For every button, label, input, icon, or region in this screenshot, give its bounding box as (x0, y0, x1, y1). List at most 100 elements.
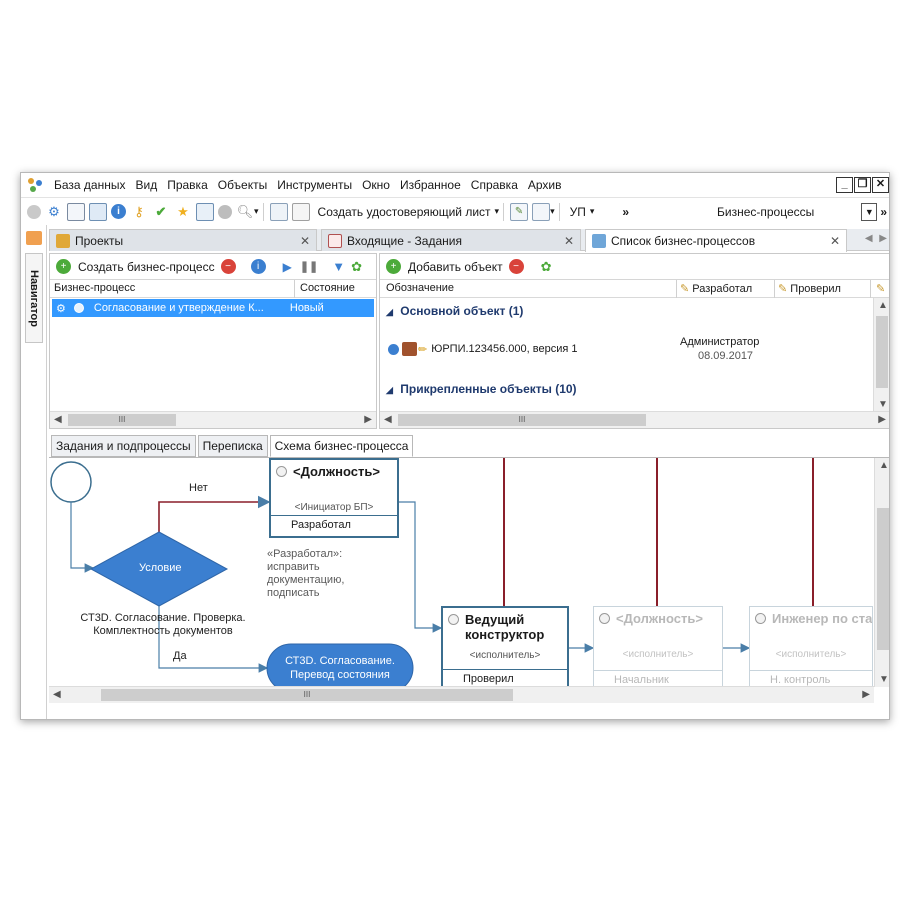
tab-incoming-tasks[interactable]: Входящие - Задания ✕ (321, 229, 581, 251)
restore-button[interactable]: ❐ (854, 177, 871, 193)
navigator-tab[interactable]: Навигатор (25, 253, 43, 343)
column-header-designation[interactable]: Обозначение (386, 282, 455, 294)
scroll-down-icon[interactable]: ▼ (879, 674, 889, 685)
group-attached-objects[interactable]: ◢ Прикрепленные объекты (10) (386, 382, 577, 396)
minimize-button[interactable]: _ (836, 177, 853, 193)
tab-tasks-subprocesses[interactable]: Задания и подпроцессы (51, 435, 196, 457)
scroll-up-icon[interactable]: ▲ (878, 300, 888, 311)
grey-cube-icon[interactable] (27, 204, 41, 219)
filter-icon[interactable]: ▼ (332, 259, 346, 274)
check-icon[interactable]: ✔ (155, 203, 167, 219)
list-item[interactable]: ✏ ЮРПИ.123456.000, версия 1 (388, 342, 578, 356)
column-header-process[interactable]: Бизнес-процесс (54, 282, 136, 294)
expand-triangle-icon[interactable]: ◢ (386, 385, 393, 395)
pause-icon[interactable]: ❚❚ (299, 261, 319, 273)
scroll-right-icon[interactable]: ▶ (878, 414, 886, 425)
document-list-icon[interactable] (532, 202, 551, 221)
scroll-thumb[interactable] (877, 508, 889, 650)
menu-objects[interactable]: Объекты (217, 178, 268, 192)
horizontal-scrollbar[interactable]: ◀ III ▶ (49, 686, 874, 703)
scroll-down-icon[interactable]: ▼ (878, 399, 888, 410)
stop-grey-icon[interactable] (218, 204, 232, 219)
tab-scroll-arrows[interactable]: ◀ ▶ (864, 233, 889, 244)
scroll-left-icon[interactable]: ◀ (384, 414, 392, 425)
lane-standards-engineer[interactable]: Инженер по стандартизации <исполнитель> … (749, 606, 873, 692)
chevron-down-icon[interactable]: ▼ (861, 203, 878, 221)
delete-icon[interactable]: − (220, 259, 236, 274)
lane-initiator[interactable]: <Должность> <Инициатор БП> Разработал (269, 458, 399, 538)
menu-view[interactable]: Вид (135, 178, 158, 192)
star-icon[interactable]: ★ (177, 203, 189, 219)
close-window-button[interactable]: ✕ (872, 177, 889, 193)
group-main-object[interactable]: ◢ Основной объект (1) (386, 304, 523, 318)
condition-diamond[interactable] (89, 531, 229, 607)
column-header-checker[interactable]: ✎ Проверил (778, 282, 841, 295)
menu-database[interactable]: База данных (54, 178, 126, 192)
scroll-thumb[interactable] (876, 316, 888, 388)
copy-icon[interactable] (269, 202, 288, 221)
menu-edit[interactable]: Правка (167, 178, 208, 192)
create-sheet-caret[interactable]: ▾ (494, 206, 500, 216)
document-dropdown-caret[interactable]: ▾ (550, 206, 555, 216)
column-divider[interactable] (774, 280, 775, 298)
overflow-chevron-icon[interactable]: » (880, 205, 887, 219)
start-node[interactable] (50, 461, 92, 503)
scroll-left-icon[interactable]: ◀ (53, 689, 61, 700)
close-icon[interactable]: ✕ (563, 233, 574, 248)
tab-process-list[interactable]: Список бизнес-процессов ✕ (585, 229, 847, 252)
expand-triangle-icon[interactable]: ◢ (386, 307, 393, 317)
tab-projects[interactable]: Проекты ✕ (49, 229, 317, 251)
document-edit-icon[interactable]: ✎ (510, 202, 529, 221)
column-header-developer[interactable]: ✎ Разработал (680, 282, 752, 295)
refresh-icon[interactable]: ✿ (540, 258, 552, 274)
close-icon[interactable]: ✕ (829, 234, 840, 248)
overflow-chevron-icon[interactable]: » (622, 204, 630, 219)
scroll-thumb[interactable]: III (101, 689, 513, 701)
lane-lead-designer[interactable]: Ведущий конструктор <исполнитель> Провер… (441, 606, 569, 692)
paste-icon[interactable] (291, 202, 310, 221)
add-icon[interactable]: + (386, 259, 401, 274)
play-icon[interactable]: ▶ (282, 259, 292, 274)
menu-window[interactable]: Окно (362, 178, 390, 192)
column-header-state[interactable]: Состояние (300, 282, 355, 294)
delete-icon[interactable]: − (508, 259, 524, 274)
create-process-button[interactable]: Создать бизнес-процесс (78, 259, 215, 274)
menu-help[interactable]: Справка (470, 178, 518, 192)
refresh-icon[interactable]: ✿ (351, 258, 363, 274)
search-icon[interactable]: 🔍︎ (236, 203, 254, 219)
info-icon[interactable]: i (111, 204, 126, 219)
navigator-icon[interactable] (26, 231, 42, 245)
lane-department-head[interactable]: <Должность> <исполнитель> Начальник отде… (593, 606, 723, 698)
scroll-left-icon[interactable]: ◀ (54, 414, 62, 425)
horizontal-scrollbar[interactable]: ◀ III ▶ (380, 411, 889, 428)
horizontal-scrollbar[interactable]: ◀ III ▶ (50, 411, 376, 428)
info-icon[interactable]: i (250, 259, 266, 274)
menu-archive[interactable]: Архив (527, 178, 562, 192)
close-icon[interactable]: ✕ (299, 233, 310, 248)
up-dropdown[interactable]: УП (569, 204, 586, 219)
form-icon[interactable] (67, 202, 85, 221)
add-icon[interactable]: + (56, 259, 71, 274)
key-icon[interactable]: ⚷ (134, 203, 144, 219)
add-object-button[interactable]: Добавить объект (408, 259, 503, 274)
vertical-scrollbar[interactable]: ▲ ▼ (874, 458, 889, 687)
table-row[interactable]: ⚙ Согласование и утверждение К... Новый (52, 299, 374, 317)
tree-icon[interactable]: ⚙ (48, 203, 60, 219)
scroll-thumb[interactable]: III (68, 414, 176, 426)
tab-process-diagram[interactable]: Схема бизнес-процесса (269, 435, 414, 457)
search-dropdown-caret[interactable]: ▾ (254, 206, 259, 216)
menu-tools[interactable]: Инструменты (277, 178, 353, 192)
create-sheet-button[interactable]: Создать удостоверяющий лист (317, 204, 491, 219)
scroll-thumb[interactable]: III (398, 414, 646, 426)
column-divider[interactable] (870, 280, 871, 298)
scroll-right-icon[interactable]: ▶ (364, 414, 372, 425)
tab-correspondence[interactable]: Переписка (197, 435, 268, 457)
process-select[interactable]: Бизнес-процессы ▼ » (707, 202, 887, 222)
column-divider[interactable] (676, 280, 677, 298)
vertical-scrollbar[interactable]: ▲ ▼ (873, 298, 889, 412)
scroll-right-icon[interactable]: ▶ (862, 689, 870, 700)
column-divider[interactable] (294, 280, 295, 298)
up-dropdown-caret[interactable]: ▾ (589, 206, 595, 216)
menu-favorites[interactable]: Избранное (399, 178, 461, 192)
window-icon[interactable] (196, 202, 214, 221)
